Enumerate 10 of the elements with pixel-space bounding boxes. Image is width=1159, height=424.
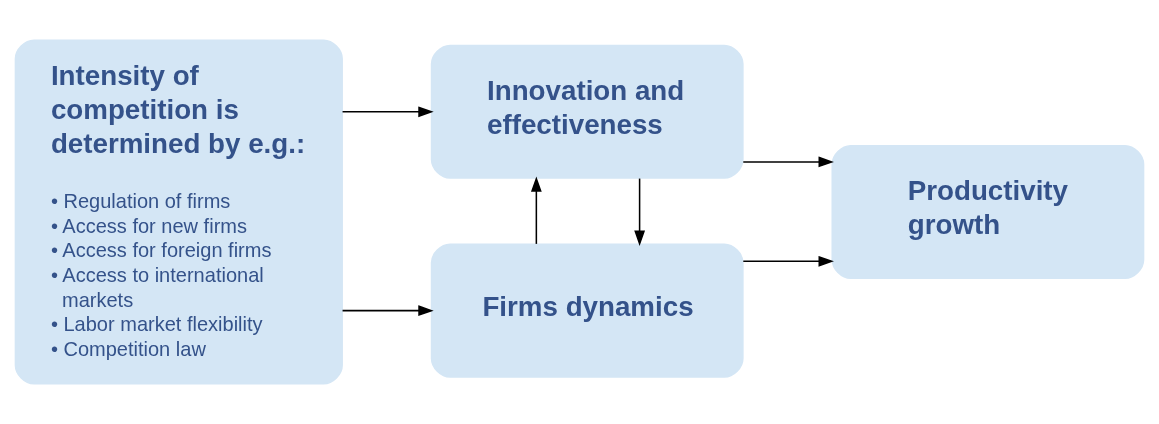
node-box: Productivity growth [831, 144, 1145, 280]
node-box: Firms dynamics [430, 243, 744, 378]
node-box: Innovation and effectiveness [430, 44, 744, 179]
node-box: Intensity of competition is determined by e.g.: • Regulation of firms • Access for new firms • Access for foreign firms • Access to international markets • Labor market flexibility • Competition law [14, 39, 343, 385]
arrow [634, 177, 645, 247]
arrow [742, 255, 834, 267]
arrow [530, 176, 542, 245]
arrow [341, 305, 434, 317]
arrow [341, 106, 434, 118]
arrow [742, 156, 834, 168]
